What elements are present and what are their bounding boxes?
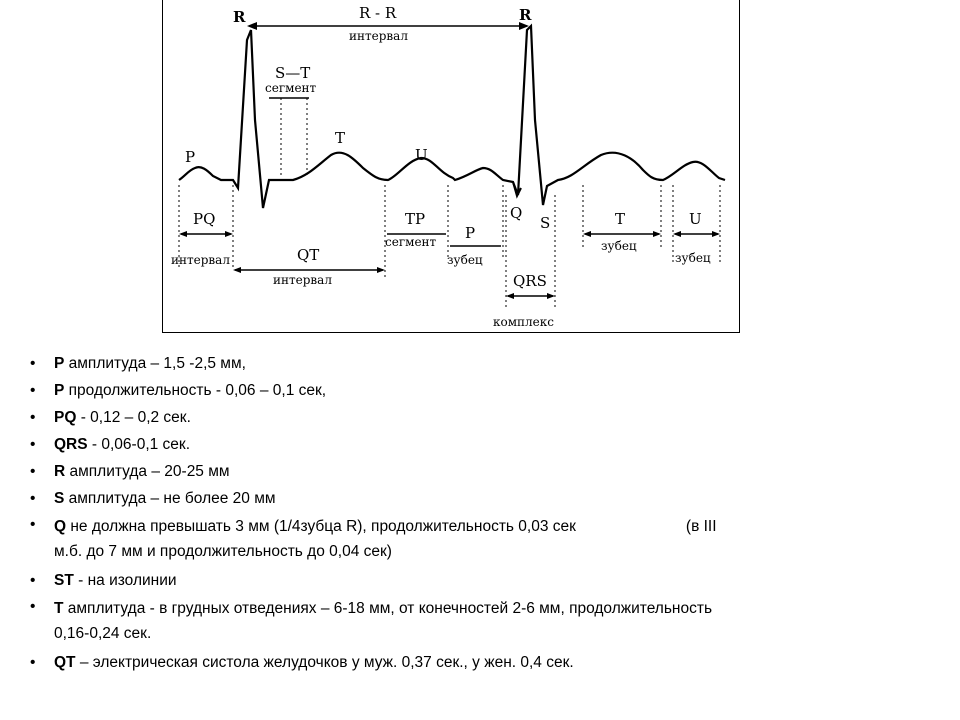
rr-arrow-right <box>519 22 529 30</box>
st-sub: сегмент <box>265 81 317 95</box>
note-pq: PQ - 0,12 – 0,2 сек. <box>30 404 930 431</box>
note-r-amplitude: R амплитуда – 20-25 мм <box>30 458 930 485</box>
rr-label: R - R <box>359 4 397 22</box>
t-top-label: T <box>335 129 345 147</box>
note-qt: QT – электрическая систола желудочков у … <box>30 649 930 676</box>
notes-list: P амплитуда – 1,5 -2,5 мм, P продолжител… <box>30 350 930 676</box>
ecg-waveform-svg: R - R интервал R R S—T сегмент P T U Q S… <box>171 4 726 329</box>
qrs-arrow-right <box>547 293 555 299</box>
pq-arrow-right <box>225 231 233 237</box>
r-right-label: R <box>519 6 532 24</box>
t-arrow-right <box>653 231 661 237</box>
p-box-label: P <box>465 224 475 242</box>
tp-sub: сегмент <box>385 235 437 249</box>
rr-sub: интервал <box>349 29 408 43</box>
u-sub: зубец <box>675 251 711 265</box>
t-sub: зубец <box>601 239 637 253</box>
qrs-arrow-left <box>506 293 514 299</box>
tp-label: TP <box>405 210 425 228</box>
note-p-duration: P продолжительность - 0,06 – 0,1 сек, <box>30 377 930 404</box>
note-qrs: QRS - 0,06-0,1 сек. <box>30 431 930 458</box>
rr-arrow-left <box>247 22 257 30</box>
q-label: Q <box>510 204 522 222</box>
note-t: T амплитуда - в грудных отведениях – 6-1… <box>30 594 930 649</box>
st-label: S—T <box>275 64 310 82</box>
u-box-label: U <box>689 210 702 228</box>
t-box-label: T <box>615 210 625 228</box>
ecg-trace <box>178 23 726 209</box>
pq-label: PQ <box>193 210 215 228</box>
qrs-label: QRS <box>513 272 547 290</box>
note-p-amplitude: P амплитуда – 1,5 -2,5 мм, <box>30 350 930 377</box>
r-left-label: R <box>233 8 246 26</box>
u-arrow-right <box>712 231 720 237</box>
s-label: S <box>540 214 550 232</box>
note-s-amplitude: S амплитуда – не более 20 мм <box>30 485 930 512</box>
qrs-sub: комплекс <box>493 315 554 329</box>
p-top-label: P <box>185 148 195 166</box>
note-q: Q не должна превышать 3 мм (1/4зубца R),… <box>30 512 930 567</box>
q-dip <box>512 181 522 199</box>
u-arrow-left <box>673 231 681 237</box>
qt-arrow-left <box>233 267 241 273</box>
pq-sub: интервал <box>171 253 230 267</box>
pq-arrow-left <box>179 231 187 237</box>
p-sub: зубец <box>447 253 483 267</box>
ecg-diagram: R - R интервал R R S—T сегмент P T U Q S… <box>162 0 740 333</box>
qt-arrow-right <box>377 267 385 273</box>
qt-sub: интервал <box>273 273 332 287</box>
note-st: ST - на изолинии <box>30 567 930 594</box>
u-top-label: U <box>415 146 428 164</box>
qt-label: QT <box>297 246 319 264</box>
t-arrow-left <box>583 231 591 237</box>
